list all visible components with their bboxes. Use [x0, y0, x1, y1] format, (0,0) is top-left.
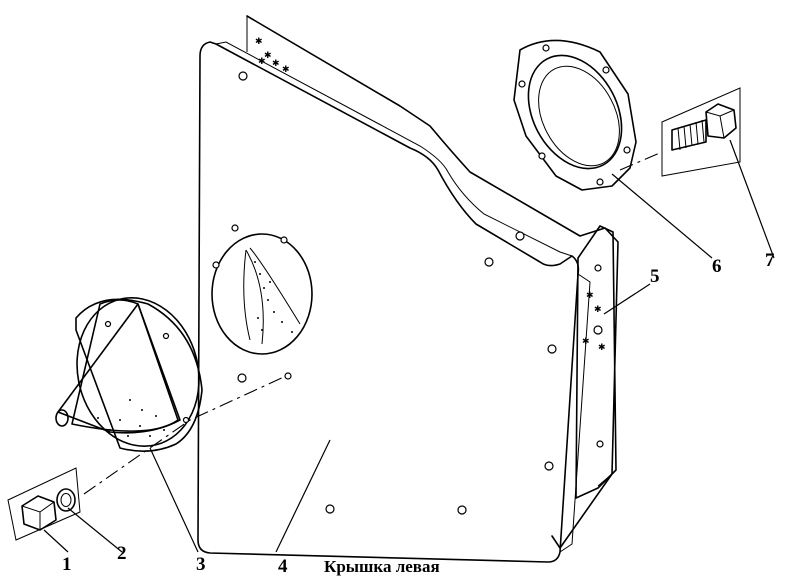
callout-2: 2 — [117, 543, 127, 564]
svg-text:✱: ✱ — [255, 36, 263, 46]
callout-5: 5 — [650, 266, 660, 287]
conical-cover — [55, 296, 203, 452]
ring-gasket — [513, 39, 637, 191]
svg-text:✱: ✱ — [272, 58, 280, 68]
cover-plate-back — [246, 15, 619, 549]
svg-text:✱: ✱ — [598, 342, 606, 352]
svg-text:✱: ✱ — [582, 336, 590, 346]
callout-7: 7 — [765, 250, 775, 271]
cover-plate-front — [197, 41, 591, 563]
seal-strip: ✱ ✱ ✱ ✱ — [575, 225, 617, 499]
opening-shading — [254, 261, 293, 333]
diagram-title: Крышка левая — [324, 557, 440, 576]
assembly-axis-upper — [619, 151, 663, 171]
assembly-axis-lower — [83, 375, 287, 495]
cone-shading — [97, 399, 165, 437]
seal-strip-top: ✱ ✱ ✱ ✱ ✱ — [255, 36, 290, 74]
svg-text:✱: ✱ — [586, 290, 594, 300]
callout-3: 3 — [196, 554, 206, 575]
callout-1: 1 — [62, 554, 72, 575]
callout-6: 6 — [712, 256, 722, 277]
svg-text:✱: ✱ — [594, 304, 602, 314]
svg-text:✱: ✱ — [258, 56, 266, 66]
svg-text:✱: ✱ — [264, 50, 272, 60]
bolt — [661, 87, 741, 177]
nut-and-washer — [7, 467, 81, 541]
svg-text:✱: ✱ — [282, 64, 290, 74]
leader-lines — [43, 139, 775, 553]
callout-4: 4 — [278, 556, 288, 577]
